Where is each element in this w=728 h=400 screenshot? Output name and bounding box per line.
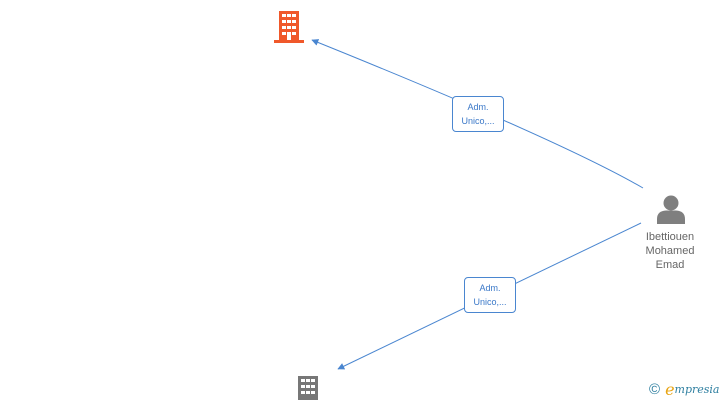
edge-label-bottom[interactable]: Adm. Unico,... <box>464 277 516 313</box>
brand-name: mpresia <box>674 382 720 396</box>
edge-to-company-top <box>311 39 644 189</box>
brand-initial: e <box>665 379 675 399</box>
copyright-icon: © <box>649 380 661 398</box>
person-name-label[interactable]: Ibettiouen Mohamed Emad <box>628 230 712 272</box>
footer-brand[interactable]: © e mpresia <box>649 379 720 399</box>
edge-label-top[interactable]: Adm. Unico,... <box>452 96 504 132</box>
edge-label-top-line-2: Unico,... <box>461 116 495 126</box>
person-name-line-3: Emad <box>655 259 685 271</box>
edge-label-bottom-line-2: Unico,... <box>473 297 507 307</box>
person-icon[interactable] <box>657 194 685 224</box>
company-building-icon-top[interactable] <box>274 11 304 43</box>
person-name-line-2: Mohamed <box>645 245 695 257</box>
edge-label-top-line-1: Adm. <box>467 102 489 112</box>
person-name-line-1: Ibettiouen <box>645 231 695 243</box>
company-building-icon-bottom[interactable] <box>295 376 321 400</box>
edge-label-bottom-line-1: Adm. <box>479 283 501 293</box>
